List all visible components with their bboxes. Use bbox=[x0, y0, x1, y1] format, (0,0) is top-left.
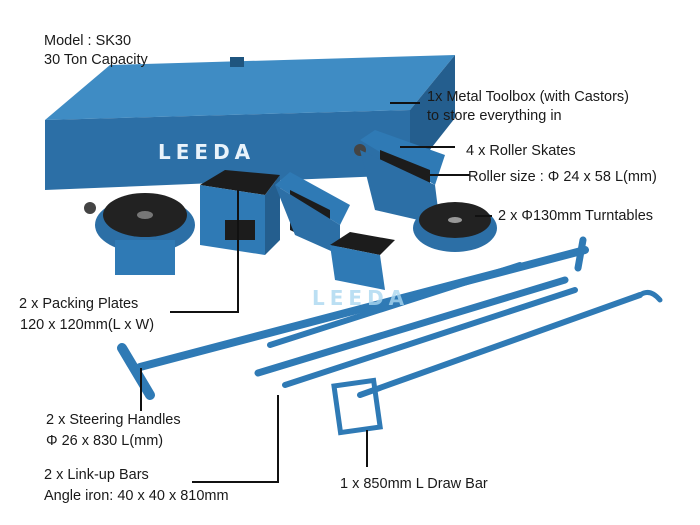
roller-skate-2 bbox=[360, 130, 445, 225]
toolbox-label: 1x Metal Toolbox (with Castors) bbox=[427, 89, 630, 105]
link-up-bars-label: 2 x Link-up Bars bbox=[44, 467, 149, 483]
watermark-logo-2: LEEDA bbox=[312, 286, 410, 310]
draw-bar bbox=[331, 289, 663, 436]
steering-handles bbox=[117, 236, 589, 400]
leader-lines bbox=[140, 102, 492, 483]
watermark-logo: LEEDA bbox=[158, 140, 256, 164]
link-up-bars-size: Angle iron: 40 x 40 x 810mm bbox=[44, 488, 229, 504]
packing-plates-label: 2 x Packing Plates bbox=[19, 296, 139, 312]
roller-skate-1 bbox=[275, 172, 350, 255]
metal-toolbox bbox=[45, 55, 455, 214]
packing-plate-2 bbox=[330, 232, 395, 290]
steering-handles-label: 2 x Steering Handles bbox=[46, 412, 181, 428]
draw-bar-label: 1 x 850mm L Draw Bar bbox=[340, 476, 488, 492]
packing-plate-1 bbox=[200, 170, 280, 255]
packing-plates-size: 120 x 120mm(L x W) bbox=[20, 317, 155, 333]
link-up-bars bbox=[254, 276, 578, 388]
roller-size-label: Roller size : Φ 24 x 58 L(mm) bbox=[468, 169, 657, 185]
capacity-label: 30 Ton Capacity bbox=[44, 52, 148, 68]
turntables-label: 2 x Φ130mm Turntables bbox=[498, 208, 654, 224]
toolbox-sublabel: to store everything in bbox=[427, 108, 562, 124]
roller-skates-label: 4 x Roller Skates bbox=[466, 143, 576, 159]
turntable-left bbox=[95, 193, 195, 275]
steering-handles-size: Φ 26 x 830 L(mm) bbox=[46, 433, 164, 449]
model-label: Model : SK30 bbox=[44, 33, 132, 49]
